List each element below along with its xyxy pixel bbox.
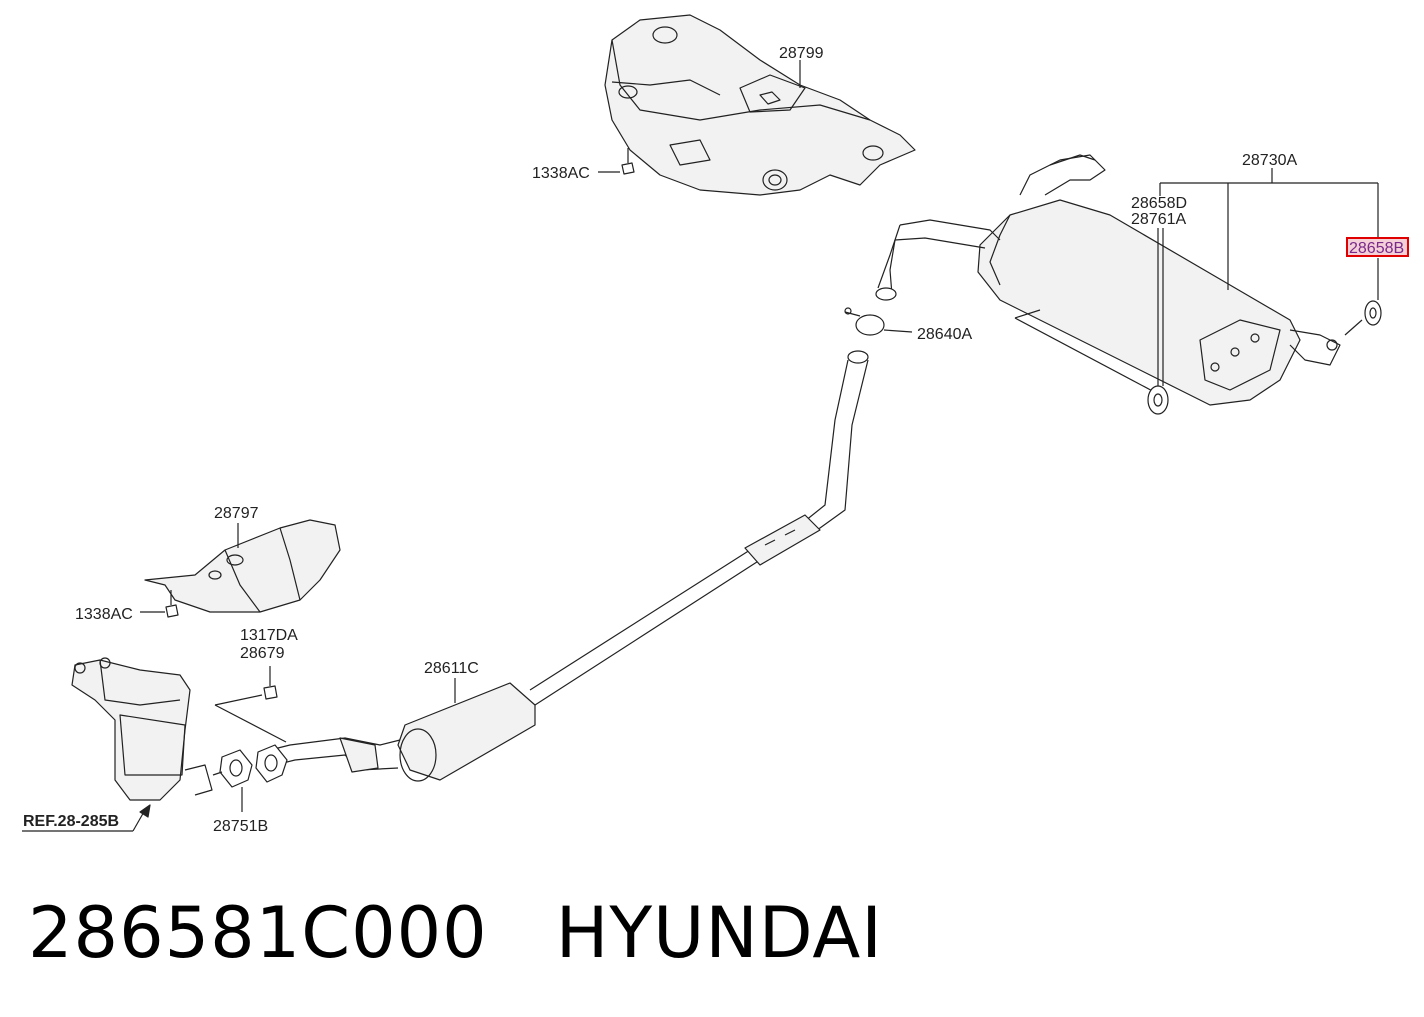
callout-bracket-28730a bbox=[1159, 168, 1379, 290]
label-28751b[interactable]: 28751B bbox=[213, 818, 268, 835]
label-28730a[interactable]: 28730A bbox=[1242, 152, 1297, 169]
heat-shield-28799 bbox=[604, 14, 916, 196]
rubber-hanger-28658b bbox=[1344, 258, 1382, 336]
label-28640a[interactable]: 28640A bbox=[917, 326, 972, 343]
brand-name: HYUNDAI bbox=[555, 892, 883, 974]
label-28761a[interactable]: 28761A bbox=[1131, 211, 1186, 228]
center-pipe bbox=[529, 350, 869, 706]
label-28797[interactable]: 28797 bbox=[214, 505, 259, 522]
center-muffler-28611c bbox=[269, 678, 536, 782]
rear-muffler-28730a bbox=[875, 154, 1341, 406]
label-28658d[interactable]: 28658D bbox=[1131, 195, 1187, 212]
nut-28679 bbox=[214, 666, 287, 743]
part-number: 286581C000 bbox=[28, 892, 488, 974]
label-28679[interactable]: 28679 bbox=[240, 645, 285, 662]
clamp-28640a bbox=[844, 307, 913, 336]
label-1338ac-left[interactable]: 1338AC bbox=[75, 606, 133, 623]
exhaust-parts-diagram: 28799 1338AC 28730A 28658D 28761A 28658B… bbox=[22, 14, 1409, 835]
nut-1338ac-left bbox=[140, 590, 179, 618]
label-1317da[interactable]: 1317DA bbox=[240, 627, 298, 644]
label-28799[interactable]: 28799 bbox=[779, 45, 824, 62]
ref-leader bbox=[22, 804, 151, 832]
label-ref-28-285b[interactable]: REF.28-285B bbox=[23, 813, 119, 830]
exhaust-manifold-catalytic-converter bbox=[71, 657, 223, 801]
nut-1338ac-top bbox=[598, 148, 635, 175]
highlight-box-28658b bbox=[1346, 237, 1409, 257]
label-1338ac-top[interactable]: 1338AC bbox=[532, 165, 590, 182]
gasket-28751b bbox=[219, 744, 288, 812]
heat-shield-28797 bbox=[144, 519, 341, 613]
part-caption: 286581C000 HYUNDAI bbox=[28, 888, 883, 978]
label-28658b[interactable]: 28658B bbox=[1349, 240, 1404, 257]
label-28611c[interactable]: 28611C bbox=[424, 660, 479, 677]
rubber-hanger-28658d bbox=[1147, 228, 1169, 415]
